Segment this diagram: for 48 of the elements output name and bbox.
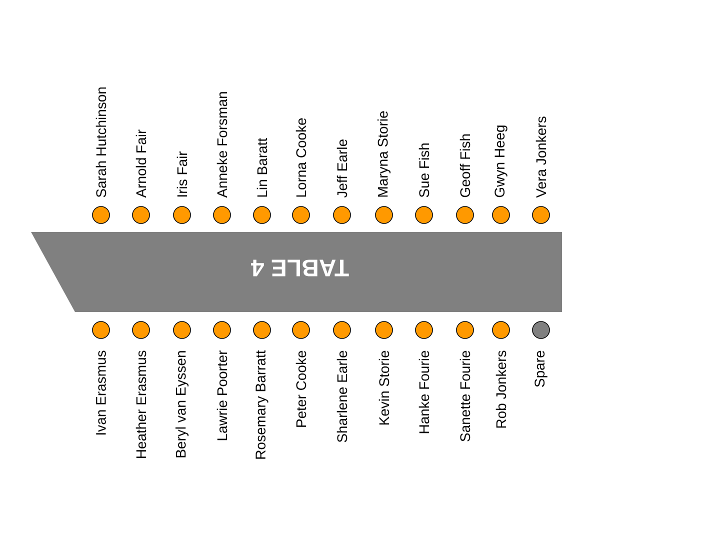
seat-circle [532,321,550,339]
seat-circle [292,206,310,224]
name-label: Ivan Erasmus [96,350,106,434]
seat-circle [375,321,393,339]
seat-circle [253,321,271,339]
seat-circle [333,321,351,339]
name-label: Rob Jonkers [496,350,506,428]
seat-circle [173,321,191,339]
name-label: Beryl van Eyssen [175,351,189,458]
name-label: Spare [534,350,548,387]
name-label: Lawrie Poorter [216,350,228,440]
seat-circle [253,206,271,224]
seat-circle [532,206,550,224]
seat-circle [173,206,191,224]
name-label: Gwyn Heeg [494,126,508,198]
name-label: Geoff Fish [460,134,470,198]
name-label: Peter Cooke [296,350,306,427]
seat-circle [92,321,110,339]
seat-circle [415,321,433,339]
name-label: Maryna Storie [377,111,391,197]
seat-circle [492,321,510,339]
name-label: Iris Fair [176,151,188,196]
name-label: Sue Fish [418,143,430,198]
seat-circle [456,206,474,224]
name-label: Lorna Cooke [296,118,306,197]
name-label: Sharlene Earle [336,350,348,442]
seat-circle [213,321,231,339]
seat-circle [333,206,351,224]
seat-circle [375,206,393,224]
seat-circle [213,206,231,224]
seat-circle [132,321,150,339]
seat-circle [456,321,474,339]
name-label: Anneke Forsman [216,92,228,198]
name-label: Hanke Fourie [418,350,430,434]
seat-circle [415,206,433,224]
seat-circle [492,206,510,224]
name-label: Lin Baratt [256,138,268,197]
name-label: Sanette Fourie [460,350,470,442]
name-label: Jeff Earle [336,140,348,198]
name-label: Rosemary Barratt [256,350,268,459]
name-label: Sarah Hutchinson [96,87,106,198]
seat-circle [292,321,310,339]
name-label: Kevin Storie [378,350,390,425]
name-label: Heather Erasmus [136,350,146,458]
seat-circle [92,206,110,224]
name-label: Arnold Fair [136,130,146,198]
name-label: Vera Jonkers [536,116,546,198]
seat-circle [132,206,150,224]
